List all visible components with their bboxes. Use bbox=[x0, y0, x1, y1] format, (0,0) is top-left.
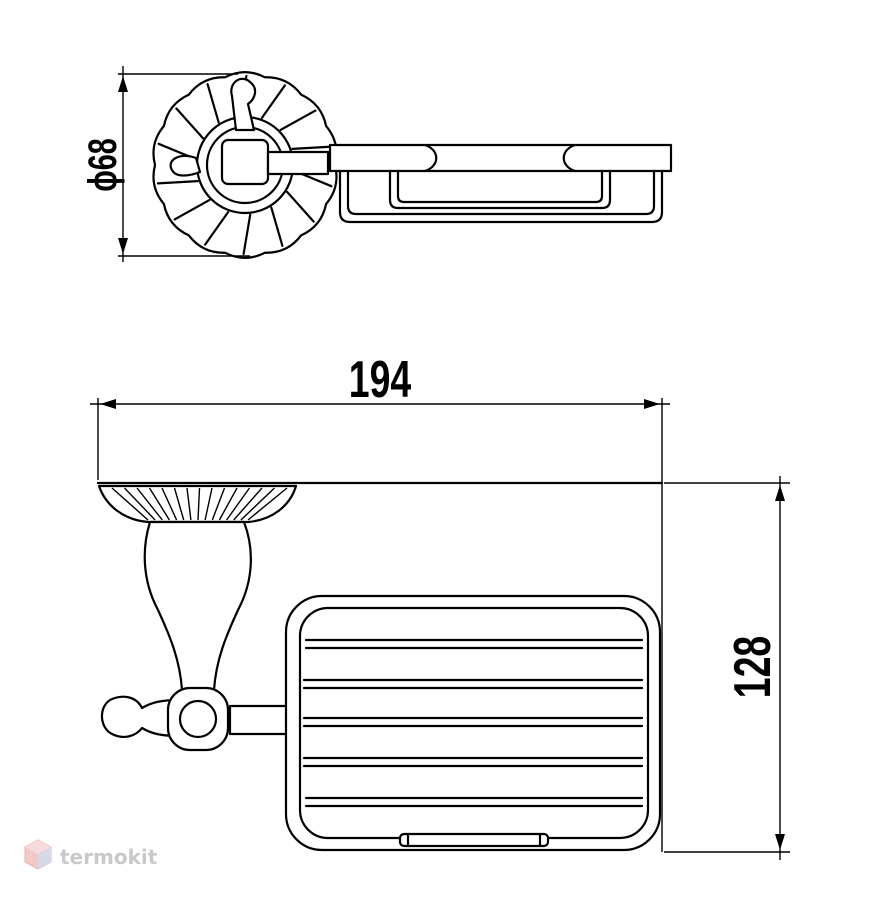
flange-rib bbox=[211, 487, 226, 521]
basket-outer bbox=[284, 594, 662, 852]
flange-rib bbox=[186, 487, 192, 521]
flange-ribs bbox=[111, 487, 288, 521]
flange-rib bbox=[226, 487, 251, 521]
diameter-dimension: ϕ68 bbox=[80, 66, 250, 262]
rosette-rib bbox=[206, 83, 220, 124]
rosette-rib bbox=[291, 145, 334, 150]
flange-rib bbox=[233, 487, 263, 521]
top-view bbox=[152, 71, 673, 259]
holder-neck bbox=[143, 520, 252, 692]
flange-rib bbox=[123, 487, 156, 521]
flange-rib bbox=[173, 487, 185, 521]
flange-rib bbox=[247, 487, 288, 521]
arm bbox=[266, 150, 330, 176]
height-dimension: 128 bbox=[664, 476, 790, 860]
basket-side bbox=[338, 169, 664, 224]
rosette-rib bbox=[173, 199, 211, 221]
bottom-rail bbox=[398, 832, 550, 848]
tray-rim bbox=[328, 143, 673, 173]
flange-rib bbox=[204, 487, 213, 521]
rosette-rib bbox=[204, 211, 230, 246]
rosette-rib bbox=[270, 206, 284, 247]
basket-wires bbox=[302, 638, 644, 808]
flange-rib bbox=[197, 487, 201, 521]
rosette-rib bbox=[260, 84, 286, 119]
hub-bolt bbox=[178, 699, 218, 739]
rosette-rib bbox=[175, 107, 204, 140]
flange-rib bbox=[161, 487, 178, 521]
post-body bbox=[220, 138, 270, 186]
height-label: 128 bbox=[723, 636, 782, 698]
left-scroll bbox=[169, 154, 202, 177]
flange-rib bbox=[111, 487, 149, 521]
diameter-label: ϕ68 bbox=[80, 138, 125, 192]
top-scroll bbox=[230, 77, 257, 132]
flange-rib bbox=[240, 487, 275, 521]
width-label: 194 bbox=[349, 350, 411, 409]
rosette-rib bbox=[279, 109, 317, 131]
width-dimension: 194 bbox=[90, 350, 670, 852]
flange-rib bbox=[136, 487, 163, 521]
flange-rib bbox=[148, 487, 170, 521]
watermark: termokit bbox=[24, 839, 158, 870]
flange-rib bbox=[218, 487, 238, 521]
scroll-knob bbox=[100, 695, 182, 738]
rosette-rib bbox=[156, 180, 199, 185]
rosette-rib bbox=[286, 190, 315, 223]
holder-arm bbox=[228, 704, 290, 736]
watermark-text: termokit bbox=[60, 845, 158, 869]
front-view bbox=[96, 481, 664, 852]
rosette-rib bbox=[242, 213, 252, 256]
